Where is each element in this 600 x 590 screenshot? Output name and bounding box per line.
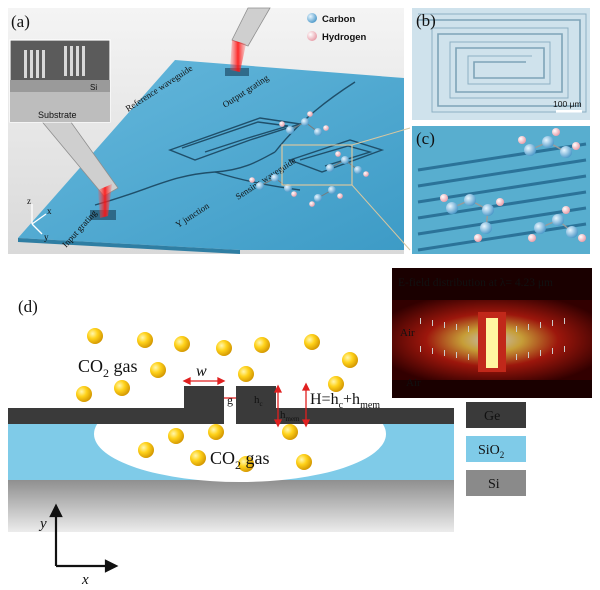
efield-title: E-field distribution at λ= 4.23 μm [398,277,553,289]
zoom-box [281,144,353,186]
waveguide-network [94,81,385,206]
axis-y-label-a: y [44,232,49,242]
material-legend: Ge SiO2 Si [466,402,526,496]
zoom-line-top [351,127,411,146]
efield-air-bottom: Air [406,377,421,389]
input-fiber [33,103,119,218]
scale-bar-label: 100 μm [553,99,582,109]
legend-swatch-si [466,470,526,496]
dim-hc-label: hc [254,394,263,408]
panel-d: (d) w g hc hmem H=hc+hmem [8,268,592,588]
legend-swatch-sio2 [466,436,526,462]
panel-d-axes [49,503,119,573]
panel-c: (c) [412,126,590,254]
efield-inset: E-field distribution at λ= 4.23 μm Air A… [392,268,592,398]
scale-bar [556,110,582,113]
ge-rail-left [184,386,224,424]
legend-carbon: Carbon [322,14,355,25]
dim-H-label: H=hc+hmem [310,391,380,411]
dim-w-label: w [196,363,207,380]
panel-label-c: (c) [416,129,435,148]
slot-gap [224,408,236,424]
hydrogen-legend-icon [307,31,317,41]
legend-si: Si [488,477,500,492]
co2-gas-label-bottom: CO2 gas [210,448,270,472]
chip-edge [18,238,240,254]
legend-sio2: SiO2 [478,443,504,460]
sem-inset: Si Substrate [9,39,111,123]
inset-si-label: Si [90,83,97,92]
co2-gas-label-top: CO2 gas [78,356,138,380]
carbon-legend-icon [307,13,317,23]
axis-z-label: z [27,196,31,206]
dim-g-label: g [227,393,233,407]
spiral-waveguide [418,19,581,107]
molecule-cluster-a [249,111,369,207]
dim-hmem-label: hmem [280,409,300,423]
efield-slot-core [486,318,498,368]
output-grating [225,68,249,76]
panel-b-background [412,8,590,120]
output-fiber [230,7,271,72]
efield-vectors [420,318,565,360]
panel-label-b: (b) [416,11,436,30]
panel-b: 100 μm (b) [412,8,590,120]
axis-y-label-d: y [38,516,47,532]
axis-x-label-d: x [81,572,89,588]
co2-molecules [76,328,358,472]
efield-air-top: Air [400,327,415,339]
legend-ge: Ge [484,409,500,424]
panel-a-axes-icon [31,204,47,235]
axis-x-label-a: x [47,206,52,216]
chip-top-surface [18,60,404,250]
panel-a: Reference waveguide Output grating Sensi… [8,7,411,254]
legend-swatch-ge [466,402,526,428]
panel-label-a: (a) [11,12,30,31]
zoom-line-bottom [351,184,411,251]
legend-hydrogen: Hydrogen [322,32,367,43]
inset-substrate-label: Substrate [38,110,77,120]
si-layer [8,480,454,532]
ge-rail-right [236,386,276,424]
panel-label-d: (d) [18,297,38,316]
dimension-markers [182,376,311,428]
